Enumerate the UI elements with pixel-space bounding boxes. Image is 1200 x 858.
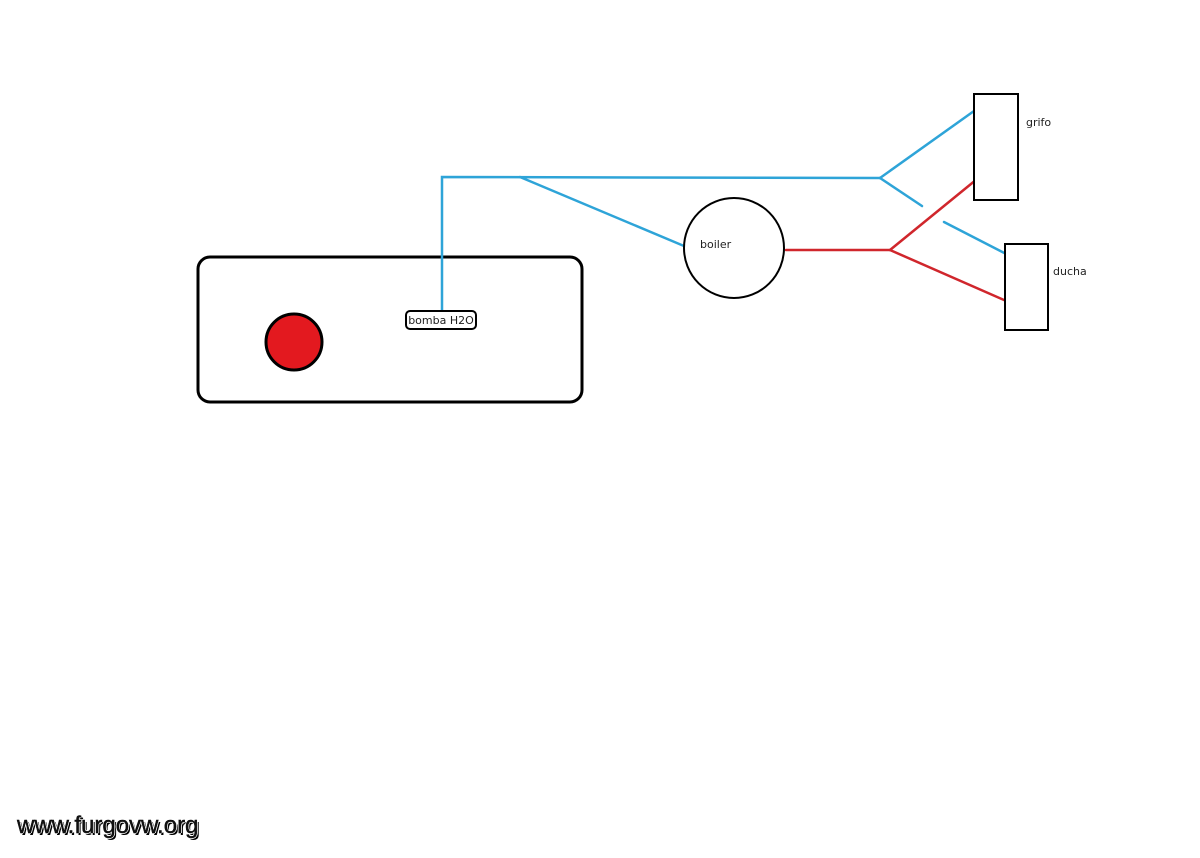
tap-label: grifo: [1026, 116, 1051, 129]
tap-box: [973, 93, 1019, 201]
pump-box: [405, 310, 477, 330]
cold-to-shower-line-b: [942, 220, 1016, 260]
cold-to-boiler-line: [518, 175, 686, 248]
watermark-text: www.furgovw.org: [17, 812, 199, 839]
hot-to-shower-line: [888, 248, 1006, 302]
cold-water-lines: [440, 109, 1016, 315]
tank-red-indicator: [264, 312, 324, 372]
cold-to-tap-line: [878, 109, 976, 180]
boiler-label: boiler: [700, 238, 732, 251]
pump-label: bomba H2O: [408, 314, 474, 327]
cold-to-shower-line-a: [878, 176, 924, 208]
water-tank: [196, 255, 584, 404]
hot-water-lines: [784, 173, 1006, 302]
hot-to-tap-line: [888, 173, 984, 252]
cold-main-line: [440, 175, 882, 315]
boiler-circle: [683, 197, 785, 299]
shower-label: ducha: [1053, 265, 1087, 278]
shower-box: [1004, 243, 1049, 331]
